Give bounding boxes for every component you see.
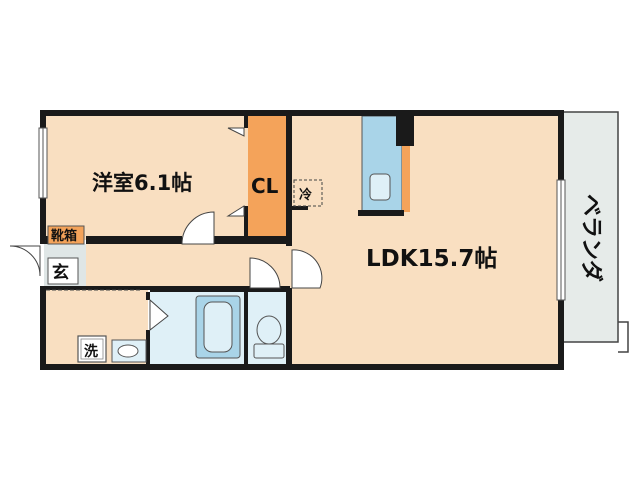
entrance-box: [47, 257, 79, 285]
bathtub-inner: [203, 301, 233, 353]
range-hood: [396, 116, 414, 146]
closet-floor: [248, 116, 290, 240]
ldk-floor: [290, 112, 560, 364]
toilet-icon: [256, 315, 282, 345]
balcony-label: ベランダ: [578, 194, 604, 282]
toilet-tank: [253, 343, 285, 359]
fridge-label: 冷: [299, 187, 312, 203]
kitchen-wall: [358, 210, 404, 216]
laundry-box-inner: [80, 338, 104, 360]
laundry-label: 洗: [84, 343, 98, 360]
closet-label: CL: [251, 174, 279, 198]
balcony-area: [561, 111, 619, 343]
ldk-label: LDK15.7帖: [366, 246, 497, 272]
windows: [38, 127, 566, 301]
western-room-label: 洋室6.1帖: [92, 171, 192, 195]
kitchen-counter-edge: [402, 146, 410, 212]
entrance-label: 玄: [52, 262, 69, 283]
doors: [9, 127, 323, 332]
fridge-space: [293, 179, 323, 207]
shoe-box: [47, 225, 85, 245]
laundry-box: [77, 335, 107, 363]
washbasin-icon: [117, 344, 139, 358]
kitchen-sink-icon: [369, 173, 391, 201]
shoe-box-label: 靴箱: [51, 228, 77, 244]
balcony-rail: [618, 321, 629, 353]
